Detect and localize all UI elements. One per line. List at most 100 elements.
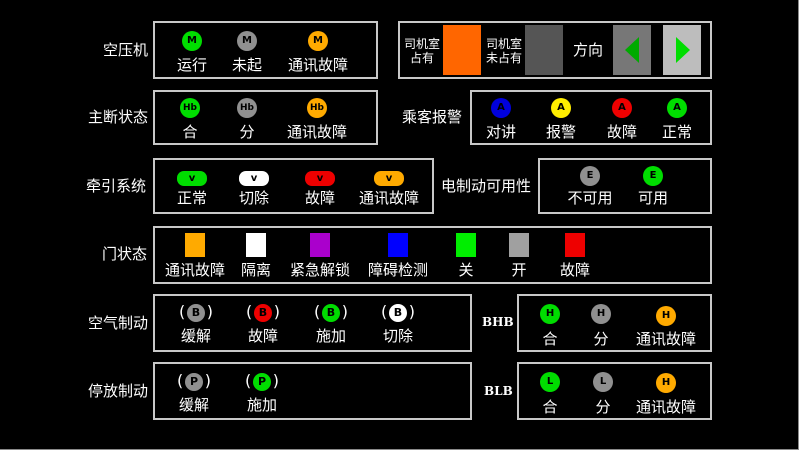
compressor-running-label: 运行 (176, 56, 208, 74)
passenger-alarm-legend-panel (470, 90, 712, 145)
alarm-intercom-label: 对讲 (485, 123, 517, 141)
alarm-alarm-icon: A (551, 98, 571, 118)
compressor-notstarted-label: 未起 (231, 56, 263, 74)
compressor-legend-panel (153, 21, 378, 79)
traction-commfault-icon: v (374, 171, 404, 186)
door-open-swatch (509, 233, 529, 257)
alarm-alarm-label: 报警 (545, 123, 577, 141)
alarm-intercom-icon: A (491, 98, 511, 118)
air-brake-applied-label: 施加 (315, 327, 347, 345)
alarm-fault-label: 故障 (606, 123, 638, 141)
main-breaker-open-label: 分 (239, 123, 255, 141)
parking-brake-released-icon: (P) (177, 371, 211, 391)
passenger-alarm-title: 乘客报警 (402, 108, 463, 126)
bhb-title: BHB (482, 315, 514, 329)
alarm-normal-label: 正常 (661, 123, 693, 141)
traction-cutout-label: 切除 (238, 189, 270, 207)
blb-title: BLB (484, 384, 513, 398)
air-brake-fault-icon: (B) (246, 302, 280, 322)
direction-label: 方向 (573, 41, 604, 59)
door-emergency-unlock-swatch (310, 233, 330, 257)
alarm-fault-icon: A (612, 98, 632, 118)
traction-title: 牵引系统 (86, 177, 147, 195)
main-breaker-open-icon: Hb (237, 98, 257, 118)
cab-unoccupied-indicator (525, 25, 563, 75)
traction-fault-icon: v (305, 171, 335, 186)
electric-brake-legend-panel (538, 158, 712, 214)
air-brake-applied-icon: (B) (314, 302, 348, 322)
air-brake-cutout-label: 切除 (382, 327, 414, 345)
door-open-label: 开 (511, 261, 527, 279)
door-isolated-swatch (246, 233, 266, 257)
ebrake-unavailable-icon: E (580, 166, 600, 186)
electric-brake-title: 电制动可用性 (441, 177, 532, 195)
air-brake-released-label: 缓解 (180, 327, 212, 345)
air-brake-title: 空气制动 (88, 314, 149, 332)
traction-fault-label: 故障 (304, 189, 336, 207)
arrow-left-icon (625, 37, 639, 63)
cab-unoccupied-label: 司机室未占有 (485, 37, 522, 65)
air-brake-released-icon: (B) (179, 302, 213, 322)
ebrake-available-icon: E (643, 166, 663, 186)
bhb-closed-icon: H (540, 304, 560, 324)
cab-direction-panel (398, 21, 712, 79)
parking-brake-applied-icon: (P) (245, 371, 279, 391)
bhb-open-label: 分 (593, 330, 609, 348)
traction-cutout-icon: v (239, 171, 269, 186)
blb-closed-icon: L (540, 372, 560, 392)
blb-closed-label: 合 (542, 398, 558, 416)
bhb-legend-panel (517, 294, 712, 352)
parking-brake-legend-panel (153, 362, 472, 420)
main-breaker-commfault-icon: Hb (307, 98, 327, 118)
direction-right-button[interactable] (663, 25, 701, 75)
traction-normal-icon: v (177, 171, 207, 186)
door-commfault-swatch (185, 233, 205, 257)
door-fault-swatch (565, 233, 585, 257)
parking-brake-title: 停放制动 (88, 382, 149, 400)
blb-commfault-icon: H (656, 373, 676, 393)
main-breaker-commfault-label: 通讯故障 (286, 123, 348, 141)
parking-brake-released-label: 缓解 (178, 396, 210, 414)
traction-legend-panel (153, 158, 434, 214)
compressor-running-icon: M (182, 31, 202, 51)
door-obstacle-swatch (388, 233, 408, 257)
bhb-closed-label: 合 (542, 330, 558, 348)
bhb-commfault-label: 通讯故障 (635, 330, 697, 348)
main-breaker-title: 主断状态 (88, 108, 149, 126)
main-breaker-closed-label: 合 (182, 123, 198, 141)
door-legend-panel (153, 226, 712, 284)
ebrake-available-label: 可用 (637, 189, 669, 207)
blb-open-icon: L (593, 372, 613, 392)
arrow-right-icon (676, 37, 690, 63)
air-brake-cutout-icon: (B) (381, 302, 415, 322)
cab-occupied-indicator (443, 25, 481, 75)
traction-commfault-label: 通讯故障 (358, 189, 420, 207)
compressor-notstarted-icon: M (237, 31, 257, 51)
main-breaker-legend-panel (153, 90, 378, 145)
blb-legend-panel (517, 362, 712, 420)
compressor-commfault-icon: M (308, 31, 328, 51)
door-title: 门状态 (102, 245, 148, 263)
door-obstacle-label: 障碍检测 (367, 261, 429, 279)
door-isolated-label: 隔离 (240, 261, 272, 279)
air-brake-fault-label: 故障 (247, 327, 279, 345)
air-brake-legend-panel (153, 294, 472, 352)
main-breaker-closed-icon: Hb (180, 98, 200, 118)
door-emergency-unlock-label: 紧急解锁 (289, 261, 351, 279)
cab-occupied-label: 司机室占有 (403, 37, 440, 65)
bhb-commfault-icon: H (656, 306, 676, 326)
compressor-commfault-label: 通讯故障 (287, 56, 349, 74)
traction-normal-label: 正常 (176, 189, 208, 207)
blb-commfault-label: 通讯故障 (635, 398, 697, 416)
door-commfault-label: 通讯故障 (164, 261, 226, 279)
direction-left-button[interactable] (613, 25, 651, 75)
compressor-title: 空压机 (103, 41, 149, 59)
parking-brake-applied-label: 施加 (246, 396, 278, 414)
alarm-normal-icon: A (667, 98, 687, 118)
ebrake-unavailable-label: 不可用 (567, 189, 613, 207)
door-closed-label: 关 (458, 261, 474, 279)
door-closed-swatch (456, 233, 476, 257)
bhb-open-icon: H (591, 304, 611, 324)
door-fault-label: 故障 (559, 261, 591, 279)
blb-open-label: 分 (595, 398, 611, 416)
